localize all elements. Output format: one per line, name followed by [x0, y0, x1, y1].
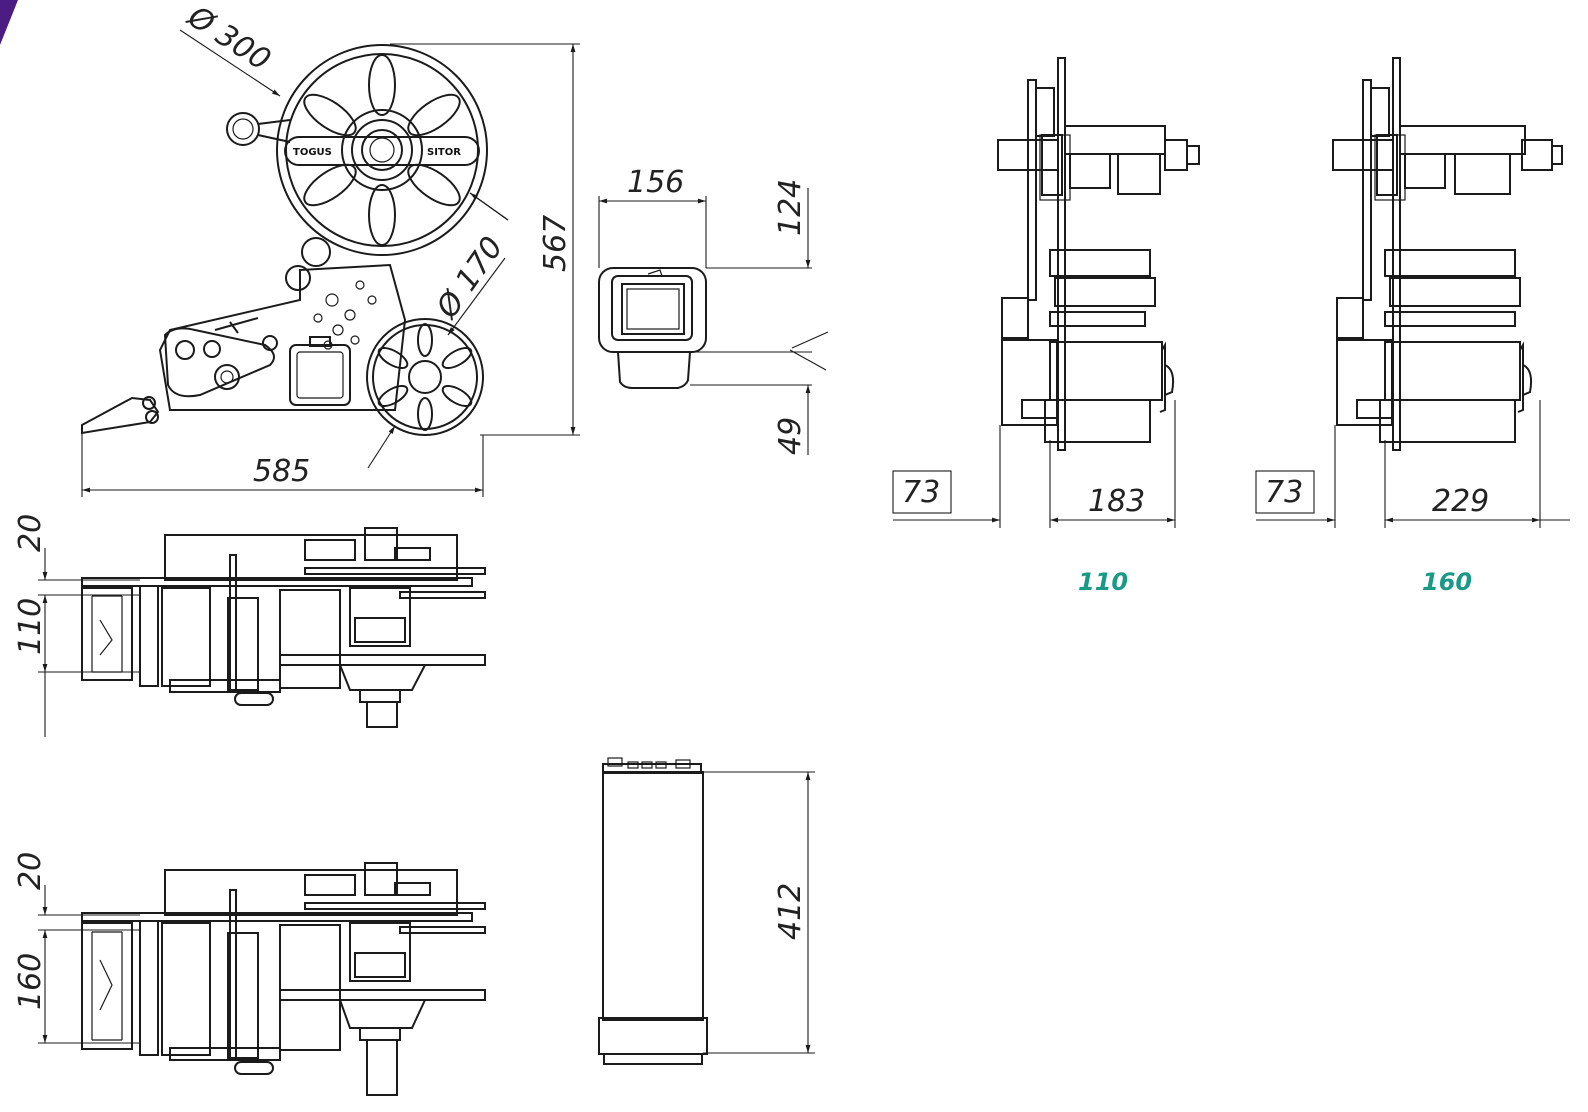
reel-logo-left: TOGUS	[293, 147, 332, 158]
dim-column-412: 412	[773, 883, 808, 940]
dim-top1-depth-110: 110	[13, 598, 48, 655]
dim-diameter-170: Ø 170	[429, 230, 511, 326]
profile-view-110	[997, 57, 1200, 451]
reel-logo-right: SITOR	[427, 147, 461, 158]
caption-160: 160	[1422, 568, 1472, 596]
front-view	[598, 267, 707, 389]
dim-profile1-73: 73	[902, 475, 940, 510]
top-view-160	[81, 862, 486, 1096]
column-view-dimensions	[703, 771, 815, 1054]
top-view-160-dimensions	[38, 885, 140, 1044]
dim-top2-depth-160: 160	[13, 953, 48, 1010]
side-view: TOGUS SITOR	[81, 44, 488, 436]
top-view-110-dimensions	[38, 548, 140, 737]
side-view-dimensions	[81, 29, 580, 497]
profile-view-160	[1332, 57, 1563, 451]
column-view	[598, 757, 708, 1065]
dim-front-width-156: 156	[627, 165, 684, 200]
dim-front-bottom-49: 49	[773, 417, 808, 455]
caption-110: 110	[1078, 568, 1128, 596]
corner-accent	[0, 0, 18, 45]
top-view-110	[81, 527, 486, 728]
dim-profile2-73: 73	[1265, 475, 1303, 510]
profile-view-160-dimensions	[1255, 400, 1570, 528]
dim-width-585: 585	[253, 454, 310, 489]
profile-view-110-dimensions	[892, 400, 1176, 528]
dim-top2-offset-20: 20	[13, 852, 48, 890]
dim-height-567: 567	[538, 215, 573, 272]
dim-profile2-229: 229	[1432, 484, 1489, 519]
dim-front-top-124: 124	[773, 179, 808, 236]
front-view-dimensions	[598, 188, 829, 455]
dim-top1-offset-20: 20	[13, 514, 48, 552]
dim-profile1-183: 183	[1088, 484, 1145, 519]
